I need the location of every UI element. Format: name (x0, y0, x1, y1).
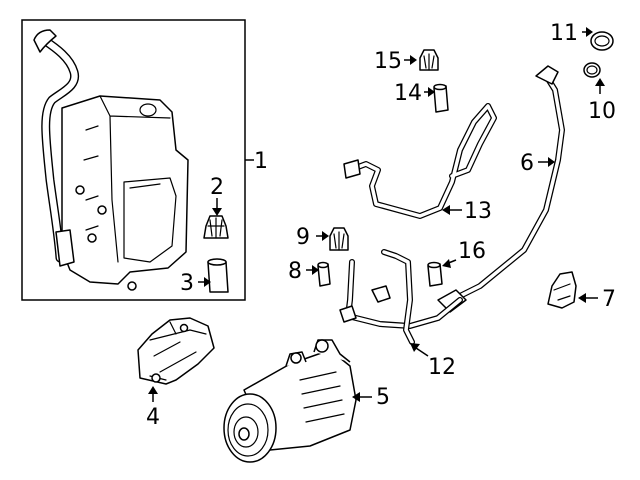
part-6-end-fitting (535, 65, 559, 85)
callout-15: 15 (374, 49, 402, 74)
part-16-sensor-top (427, 261, 441, 269)
callout-5: 5 (376, 385, 390, 410)
part-1-hose-inner (40, 36, 78, 262)
part-1-housing-detail (83, 95, 177, 263)
callout-7: 7 (602, 287, 616, 312)
part-14-fitting-top (433, 83, 447, 91)
part-5-fitting-b (290, 352, 302, 364)
part-3-sleeve-top (207, 258, 227, 266)
part-8-fitting-top (317, 261, 329, 269)
callout-8: 8 (288, 259, 302, 284)
arrowhead-3 (204, 277, 211, 287)
part-12-line (339, 249, 463, 345)
callout-labels: 1 2 3 4 5 6 7 8 9 10 11 12 13 14 15 16 (146, 21, 616, 430)
part-10-oring (583, 62, 601, 78)
part-11-oring (590, 31, 614, 51)
part-4-bracket-detail (149, 321, 207, 381)
part-12-pipe-b-inner (382, 250, 414, 344)
callout-2: 2 (210, 175, 224, 200)
part-6-line (437, 65, 565, 313)
callout-9: 9 (296, 225, 310, 250)
arrowhead-5 (352, 392, 360, 402)
part-1-bolt-d (127, 281, 137, 291)
arrowhead-13 (442, 205, 450, 215)
part-2-cap-ridges (207, 217, 225, 239)
part-5-fitting-a (315, 339, 329, 353)
part-1-bolt-b (97, 205, 107, 215)
part-5-pulley (223, 393, 277, 463)
callout-10: 10 (588, 99, 616, 124)
part-1-bolt-c (87, 233, 97, 243)
arrowhead-16 (442, 259, 451, 268)
callout-11: 11 (550, 21, 578, 46)
part-1-bolt-a (75, 185, 85, 195)
part-1-pipe-stub (55, 229, 75, 267)
arrowhead-11 (586, 27, 593, 37)
part-7-clip (547, 271, 577, 309)
part-5-pulley-ring-b (233, 416, 259, 448)
callout-1: 1 (254, 149, 268, 174)
part-12-fitting-a (371, 285, 391, 303)
part-5-pulley-hub (238, 427, 250, 441)
part-3-sleeve (207, 261, 229, 293)
callout-4: 4 (146, 405, 160, 430)
part-13-end-fitting (343, 159, 361, 179)
arrowhead-8 (312, 265, 319, 275)
part-5-body-ribs (299, 371, 345, 423)
part-1-group (21, 19, 254, 301)
arrowhead-14 (428, 87, 435, 97)
part-4-hole-a (151, 373, 161, 383)
part-12-pipe-a-inner (346, 260, 462, 328)
part-11-oring-inner (594, 35, 610, 47)
part-9-cap-ridges (333, 231, 345, 251)
arrowhead-6 (548, 157, 555, 167)
part-13-pipe-inner (348, 104, 496, 218)
arrowhead-2 (212, 208, 222, 216)
leaders (148, 27, 605, 402)
leader-12 (415, 347, 429, 357)
callout-16: 16 (458, 239, 486, 264)
part-4-bracket (137, 317, 215, 385)
callout-13: 13 (464, 199, 492, 224)
arrowhead-7 (578, 293, 586, 303)
part-5-pulley-ring-a (227, 403, 269, 457)
part-1-hose-cap (33, 29, 57, 53)
part-12-pipe-a-outer (345, 259, 463, 329)
callout-12: 12 (428, 355, 456, 380)
part-7-clip-detail (553, 283, 571, 301)
arrowhead-15 (410, 55, 417, 65)
callout-14: 14 (394, 81, 422, 106)
arrowhead-4 (148, 386, 158, 394)
part-4-hole-b (179, 323, 189, 333)
arrowhead-10 (595, 78, 605, 86)
callout-6: 6 (520, 151, 534, 176)
part-5-compressor (223, 339, 357, 463)
part-6-pipe-inner (458, 72, 564, 298)
callout-3: 3 (180, 271, 194, 296)
part-10-oring-inner (586, 65, 598, 75)
arrowhead-9 (322, 231, 329, 241)
part-13-line (343, 103, 497, 219)
part-15-cap-ridges (423, 53, 435, 71)
arrowhead-12 (410, 343, 420, 352)
part-12-fitting-b (339, 305, 357, 323)
